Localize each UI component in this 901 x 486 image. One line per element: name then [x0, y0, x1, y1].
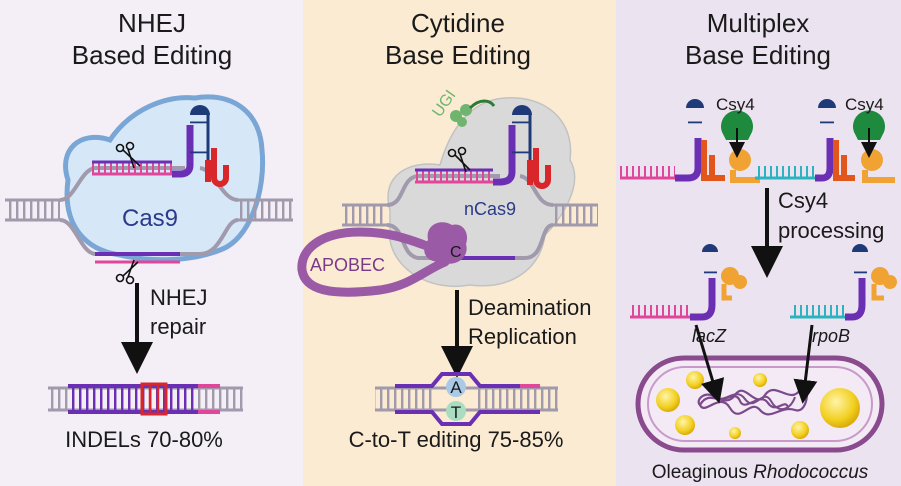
- multiplex-title-line1: Multiplex: [707, 8, 810, 38]
- gene-label-rpob: rpoB: [812, 326, 850, 346]
- ugi-domain: [450, 99, 496, 127]
- csy4-array: Csy4 Csy4: [620, 95, 895, 183]
- cytidine-c-label: C: [450, 244, 462, 261]
- nhej-result-dna: [48, 382, 243, 416]
- cytidine-arrow-label-line2: Replication: [468, 324, 577, 349]
- indel-site: [140, 382, 168, 416]
- processing-label-line1: Csy4: [778, 188, 828, 213]
- cell-caption-italic: Rhodococcus: [753, 462, 869, 483]
- apobec-protein: [297, 227, 450, 297]
- cell-caption: Oleaginous Rhodococcus: [652, 462, 869, 483]
- processed-guide-lacz: [630, 244, 747, 321]
- base-t-label: T: [451, 403, 461, 422]
- nhej-arrow-label-line2: repair: [150, 314, 206, 339]
- scissors-icon-lower: [115, 259, 139, 285]
- multiplex-title-line2: Base Editing: [685, 40, 831, 70]
- cytidine-ncas9-complex: UGI nCas9 APOBEC C: [297, 87, 598, 297]
- cytidine-title-line2: Base Editing: [385, 40, 531, 70]
- base-a-label: A: [450, 378, 462, 397]
- cell-caption-plain: Oleaginous: [652, 462, 753, 483]
- cytidine-result-dna: [375, 372, 558, 426]
- rhodococcus-cell: [635, 355, 885, 453]
- nhej-result-label: INDELs 70-80%: [65, 427, 223, 452]
- csy4-enzyme-left: [721, 110, 760, 183]
- nhej-cas9-complex: Cas9: [5, 94, 293, 285]
- apobec-domain: [424, 222, 468, 264]
- base-a: [446, 377, 466, 397]
- nhej-arrow-label-line1: NHEJ: [150, 285, 207, 310]
- processed-guide-rpob: [790, 244, 897, 321]
- cytidine-title-line1: Cytidine: [411, 8, 505, 38]
- cas9-label: Cas9: [122, 205, 178, 232]
- apobec-label: APOBEC: [310, 255, 385, 275]
- ncas9-label: nCas9: [464, 199, 516, 219]
- rpob-entry-arrow: [793, 324, 818, 404]
- lacz-entry-arrow: [694, 324, 725, 404]
- csy4-label-right: Csy4: [845, 95, 884, 114]
- csy4-enzyme-right: [852, 110, 895, 183]
- scissors-icon-cytidine: [447, 146, 471, 173]
- csy4-label-left: Csy4: [716, 95, 755, 114]
- cytidine-arrow-label-line1: Deamination: [468, 295, 592, 320]
- processing-label-line2: processing: [778, 218, 884, 243]
- cytidine-result-label: C-to-T editing 75-85%: [349, 427, 564, 452]
- base-t: [446, 401, 466, 421]
- nhej-title-line1: NHEJ: [118, 8, 186, 38]
- scissors-icon: [115, 141, 141, 169]
- nhej-title-line2: Based Editing: [72, 40, 232, 70]
